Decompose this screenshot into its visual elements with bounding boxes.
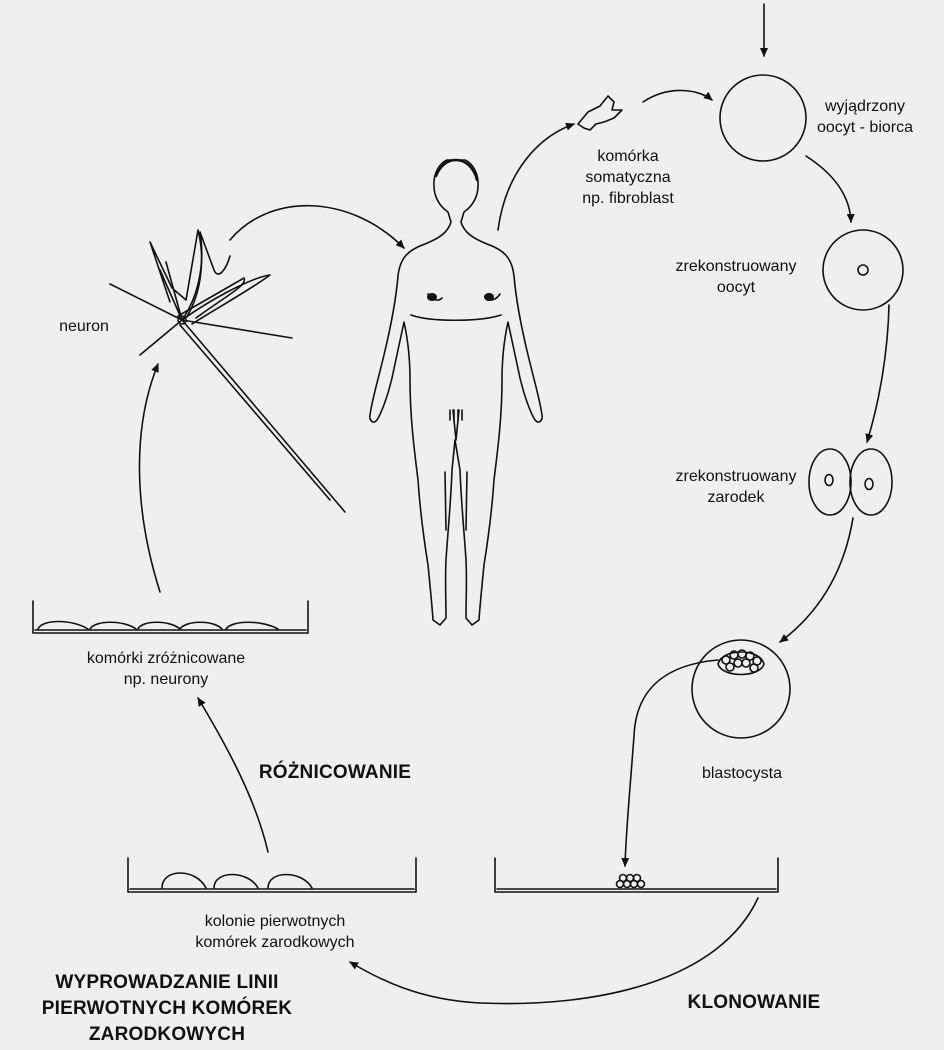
human-figure [370, 160, 542, 625]
label-neuron: neuron [52, 316, 116, 337]
label-primary-colonies: kolonie pierwotnych komórek zarodkowych [170, 911, 380, 953]
nipple-left [427, 293, 437, 301]
arrow-cloning-to-derivation [350, 898, 758, 1004]
dish-blastocyst [495, 858, 778, 892]
label-blastocyst: blastocysta [688, 763, 796, 784]
dish-differentiated [33, 601, 308, 633]
dish-primary-colonies [128, 858, 416, 892]
arrow-oocyte-to-reconstructed [806, 156, 851, 222]
heading-differentiation: RÓŻNICOWANIE [240, 760, 430, 786]
arrow-fibroblast-to-oocyte [643, 90, 712, 102]
arrow-embryo-to-blastocyst [780, 518, 853, 642]
label-enucleated-oocyte: wyjądrzony oocyt - biorca [788, 96, 942, 138]
neuron-cell [110, 230, 345, 512]
label-differentiated-cells: komórki zróżnicowane np. neurony [66, 648, 266, 690]
label-reconstructed-oocyte: zrekonstruowany oocyt [660, 256, 812, 298]
arrow-neuron-to-body [230, 206, 404, 248]
arrow-dish-to-neuron [139, 364, 160, 592]
heading-derivation: WYPROWADZANIE LINII PIERWOTNYCH KOMÓREK … [2, 970, 332, 1048]
heading-cloning: KLONOWANIE [656, 990, 852, 1016]
label-reconstructed-embryo: zrekonstruowany zarodek [660, 466, 812, 508]
blastocyst-cell [692, 640, 790, 738]
two-cell-embryo [809, 449, 892, 515]
arrow-to-embryo [867, 305, 889, 442]
reconstructed-oocyte-circle [823, 230, 903, 310]
oocyte-nucleus [858, 265, 868, 275]
fibroblast-cell [578, 96, 622, 130]
label-somatic-cell: komórka somatyczna np. fibroblast [553, 146, 703, 209]
nipple-right [484, 293, 494, 301]
